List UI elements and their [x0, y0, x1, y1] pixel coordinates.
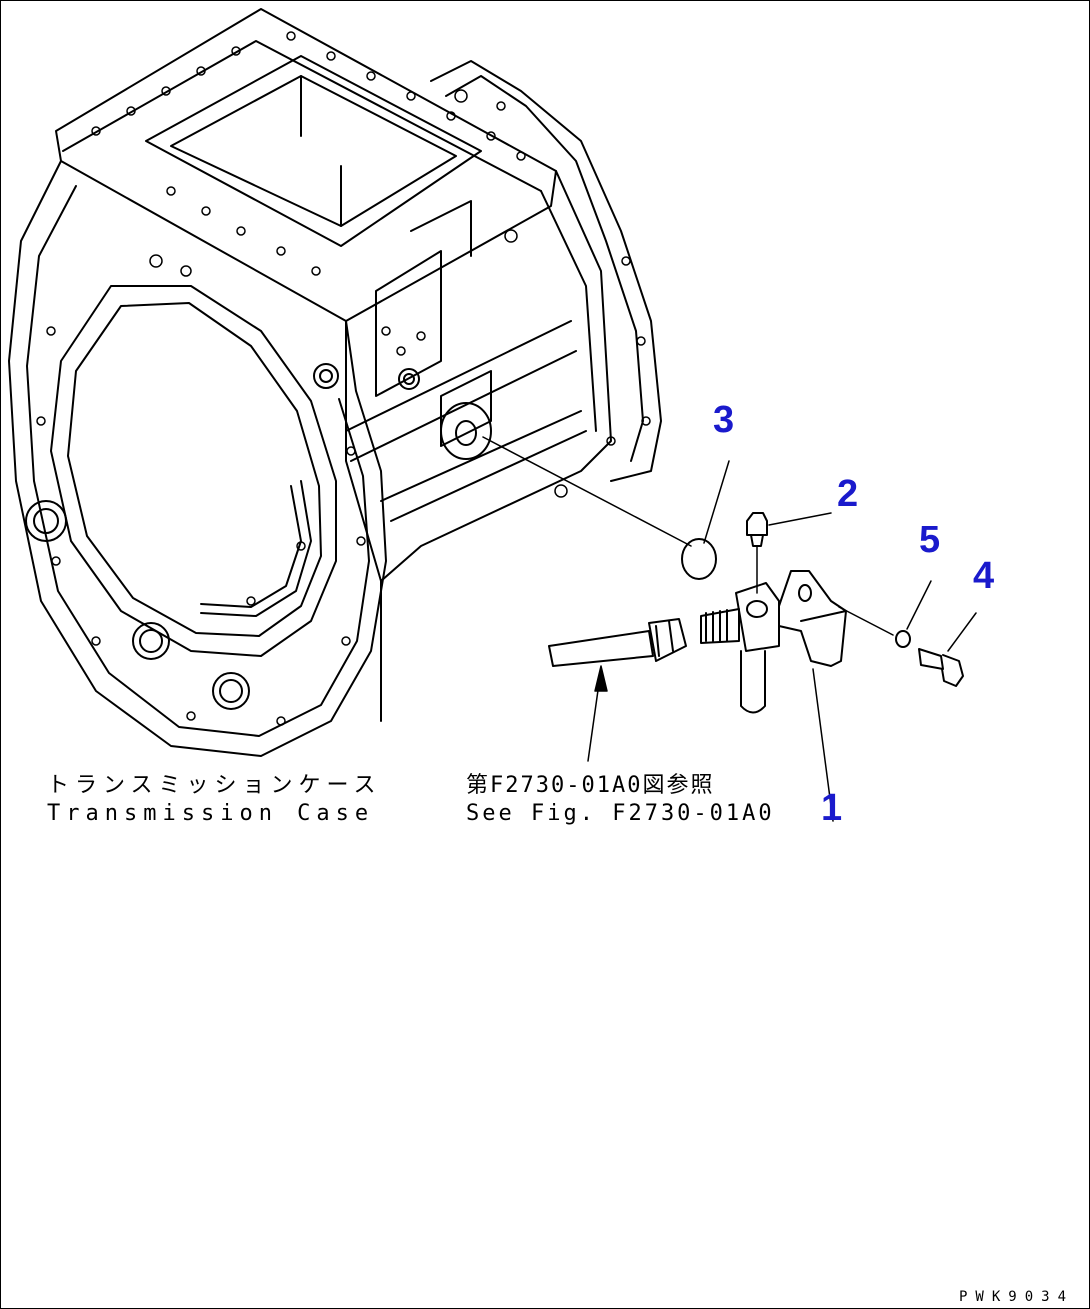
case-label-en: Transmission Case — [47, 801, 375, 826]
transmission-case-outline — [8, 8, 662, 757]
part-2-breather — [746, 512, 768, 594]
callout-4: 4 — [973, 555, 995, 597]
leader-lines — [587, 460, 977, 822]
callout-1: 1 — [821, 787, 843, 829]
callout-3: 3 — [713, 399, 735, 441]
part-4-bolt — [918, 648, 964, 687]
callout-2: 2 — [837, 473, 859, 515]
callout-5: 5 — [919, 519, 941, 561]
case-label-jp: トランスミッションケース — [47, 773, 382, 798]
reference-label-jp: 第F2730-01A0図参照 — [466, 773, 715, 798]
linked-rod-part — [548, 618, 687, 667]
part-5-washer — [838, 606, 911, 648]
part-1-valve-body — [700, 570, 847, 714]
drawing-code: PWK9034 — [959, 1289, 1075, 1305]
reference-label-en: See Fig. F2730-01A0 — [466, 801, 775, 826]
part-3-plug — [482, 436, 717, 580]
